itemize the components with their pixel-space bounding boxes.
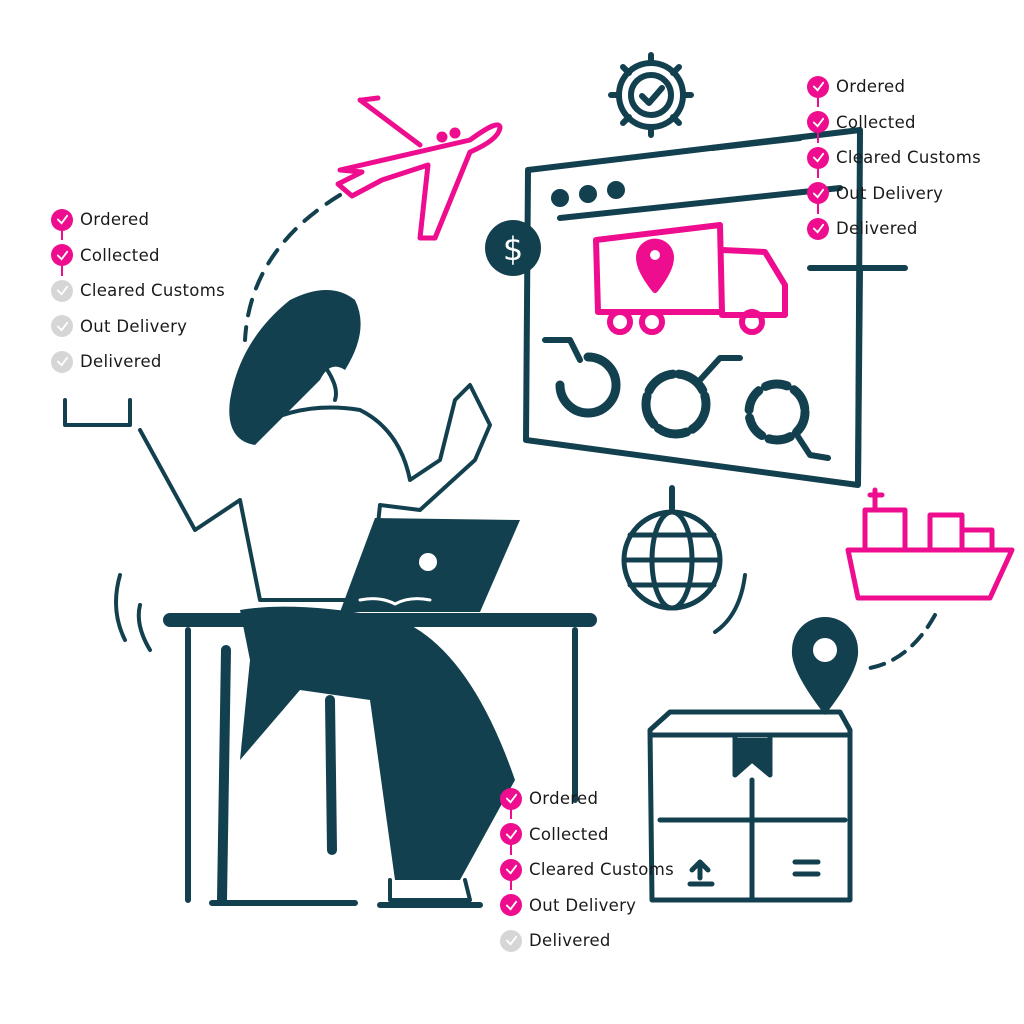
- gear-check-icon: [608, 52, 694, 138]
- step-connector: [61, 226, 63, 240]
- tracker-step: Delivered: [807, 211, 981, 247]
- check-complete-icon: [500, 894, 522, 917]
- dollar-icon: $: [485, 220, 541, 276]
- step-label: Delivered: [529, 931, 611, 951]
- step-label: Out Delivery: [80, 316, 188, 336]
- location-pin-icon: [791, 617, 859, 715]
- svg-text:$: $: [503, 230, 523, 268]
- laptop-icon: [340, 518, 520, 612]
- step-label: Collected: [529, 824, 609, 844]
- step-connector: [817, 93, 819, 107]
- ship-route: [868, 613, 937, 670]
- tracker-step: Ordered: [807, 69, 981, 107]
- step-label: Collected: [80, 245, 160, 265]
- tracker-step: Ordered: [500, 781, 674, 819]
- tracker-step: Cleared Customs: [807, 140, 981, 178]
- check-pending-icon: [51, 315, 73, 338]
- check-pending-icon: [500, 929, 522, 952]
- step-label: Cleared Customs: [836, 148, 981, 168]
- step-label: Out Delivery: [836, 183, 944, 203]
- flight-path: [243, 193, 342, 342]
- tracker-step: Ordered: [51, 202, 225, 240]
- globe-icon: [621, 509, 747, 634]
- check-complete-icon: [500, 787, 522, 810]
- check-pending-icon: [51, 279, 73, 302]
- tracker-step: Delivered: [51, 344, 225, 380]
- step-label: Out Delivery: [529, 895, 637, 915]
- step-connector: [510, 876, 512, 890]
- airplane-icon: [335, 95, 503, 241]
- step-connector: [817, 164, 819, 178]
- check-complete-icon: [51, 244, 73, 267]
- step-connector: [817, 128, 819, 143]
- dashboard-screen: [523, 127, 908, 513]
- check-complete-icon: [807, 75, 829, 98]
- check-complete-icon: [807, 182, 829, 205]
- tracker-step: Collected: [807, 105, 981, 143]
- tracker-step: Collected: [51, 238, 225, 276]
- tracker-step: Delivered: [500, 923, 674, 959]
- step-label: Ordered: [529, 789, 599, 809]
- step-connector: [510, 805, 512, 819]
- step-label: Ordered: [836, 77, 906, 97]
- step-connector: [61, 261, 63, 276]
- check-complete-icon: [500, 823, 522, 846]
- check-complete-icon: [500, 858, 522, 881]
- truck-location-icon: [593, 222, 788, 335]
- check-complete-icon: [807, 217, 829, 240]
- tracker-step: Out Delivery: [500, 888, 674, 924]
- ship-icon: [845, 487, 1015, 601]
- step-label: Cleared Customs: [529, 860, 674, 880]
- step-label: Delivered: [80, 352, 162, 372]
- tracker-step: Out Delivery: [807, 176, 981, 214]
- step-connector: [510, 840, 512, 855]
- step-label: Ordered: [80, 210, 150, 230]
- check-pending-icon: [51, 350, 73, 373]
- check-complete-icon: [807, 111, 829, 134]
- step-label: Delivered: [836, 219, 918, 239]
- package-icon: [647, 709, 853, 903]
- step-label: Cleared Customs: [80, 281, 225, 301]
- check-complete-icon: [807, 146, 829, 169]
- step-connector: [817, 199, 819, 214]
- tracker-step: Cleared Customs: [51, 273, 225, 309]
- tracker-step: Out Delivery: [51, 309, 225, 345]
- tracker-step: Collected: [500, 817, 674, 855]
- check-complete-icon: [51, 208, 73, 231]
- step-label: Collected: [836, 112, 916, 132]
- tracker-step: Cleared Customs: [500, 852, 674, 890]
- woman-figure: [63, 290, 515, 905]
